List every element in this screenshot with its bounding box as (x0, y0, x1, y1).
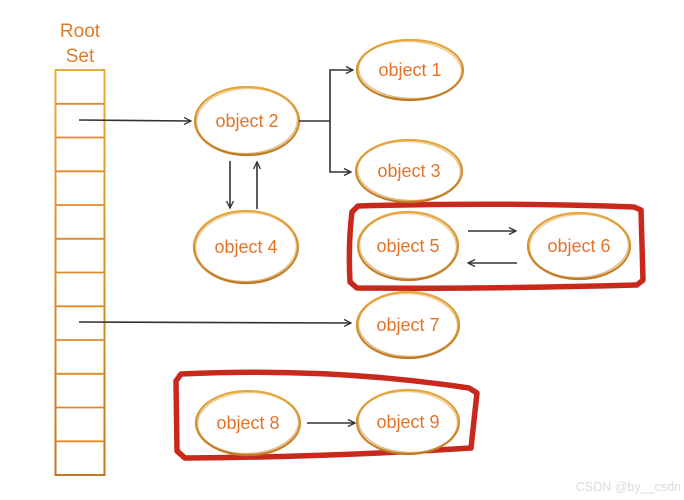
node-object-8: object 8 (194, 389, 302, 457)
node-object-3-label: object 3 (377, 161, 440, 181)
node-object-7-label: object 7 (376, 315, 439, 335)
watermark: CSDN @by__csdn (576, 480, 681, 494)
node-object-6-label: object 6 (547, 236, 610, 256)
edge-object2-to-object1 (299, 65, 355, 122)
root-set-column (54, 69, 106, 476)
root-set-title-line2: Set (66, 46, 95, 67)
edge-rootset-to-object7 (78, 318, 353, 328)
node-object-4-label: object 4 (214, 237, 277, 257)
node-object-8-label: object 8 (216, 413, 279, 433)
node-object-7: object 7 (355, 290, 461, 360)
node-object-2-label: object 2 (215, 111, 278, 131)
node-object-4: object 4 (192, 209, 300, 285)
node-object-6: object 6 (526, 211, 632, 281)
highlight-box-object8-object9 (173, 369, 480, 461)
highlight-box-object5-object6 (346, 201, 646, 291)
node-object-5: object 5 (356, 210, 460, 282)
highlight-boxes (173, 201, 646, 461)
node-object-1: object 1 (355, 38, 465, 102)
edges (78, 65, 518, 428)
node-object-1-label: object 1 (378, 60, 441, 80)
node-object-3: object 3 (354, 138, 464, 204)
node-object-5-label: object 5 (376, 236, 439, 256)
edge-rootset-to-object2 (78, 116, 193, 126)
node-object-9-label: object 9 (376, 412, 439, 432)
node-object-9: object 9 (355, 388, 461, 456)
root-set-title-line1: Root (60, 21, 101, 42)
node-object-2: object 2 (193, 85, 301, 157)
edge-object2-to-object3 (329, 121, 353, 177)
